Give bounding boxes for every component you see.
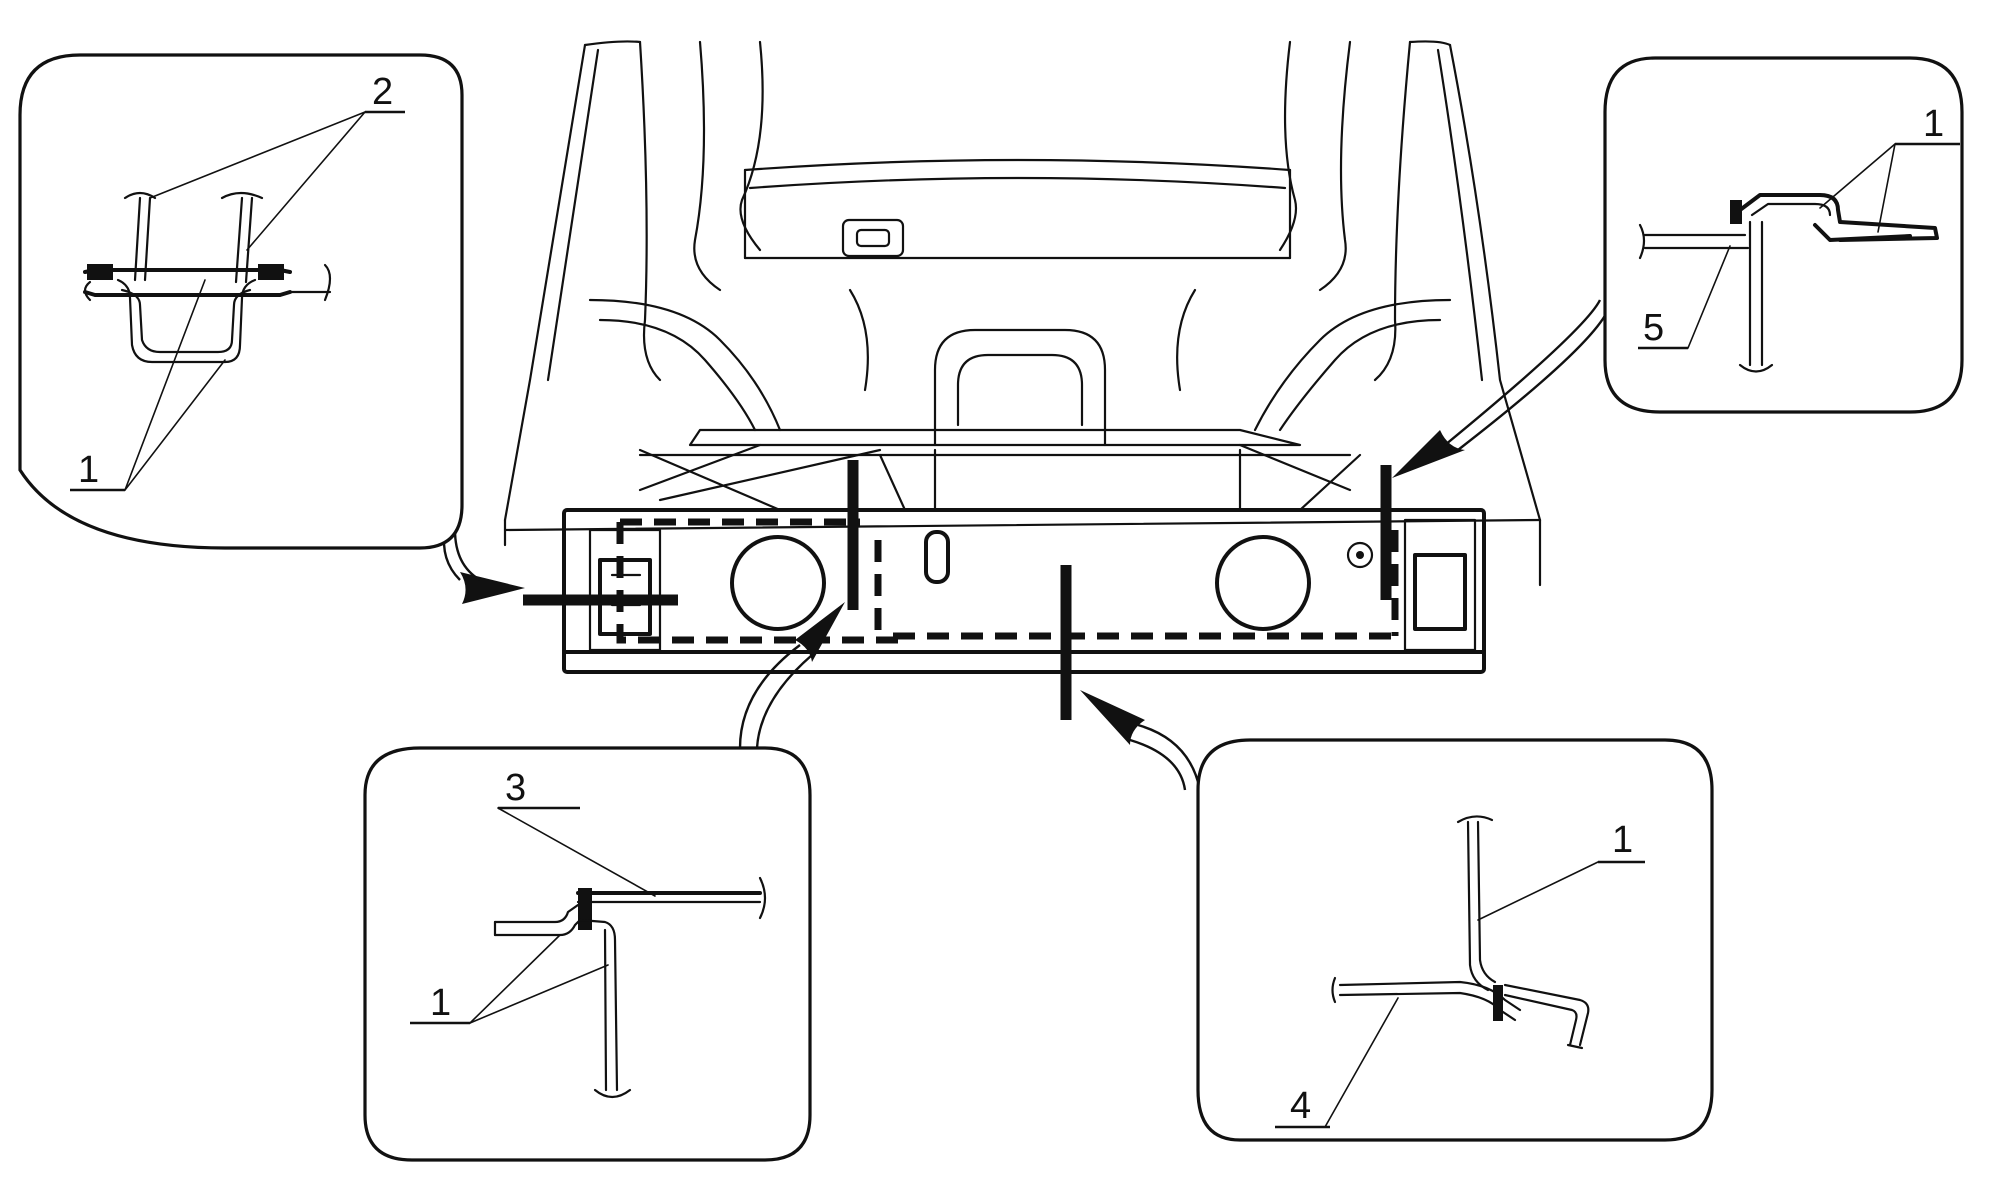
callout-bottom-left: 3 1: [363, 746, 812, 1162]
left-taillight-opening: [730, 535, 826, 631]
rear-panel: [460, 430, 1486, 745]
label-1-top-right: 1: [1923, 103, 1944, 145]
label-2-top-left: 2: [372, 71, 393, 113]
label-1-bottom-left: 1: [430, 982, 451, 1024]
panel-slot: [924, 530, 950, 584]
label-1-top-left: 1: [78, 449, 99, 491]
right-taillight-opening: [1215, 535, 1311, 631]
label-3-bottom-left: 3: [505, 767, 526, 809]
callout-top-left: 2 1: [18, 53, 464, 550]
callout-top-right: 1 5: [1603, 56, 1964, 414]
leader-curves: [442, 299, 1612, 791]
callout-bottom-right: 1 4: [1196, 738, 1714, 1142]
label-5-top-right: 5: [1643, 307, 1664, 349]
label-4-bottom-right: 4: [1290, 1085, 1311, 1127]
car-body-rear-view: [503, 40, 1542, 587]
label-1-bottom-right: 1: [1612, 819, 1633, 861]
